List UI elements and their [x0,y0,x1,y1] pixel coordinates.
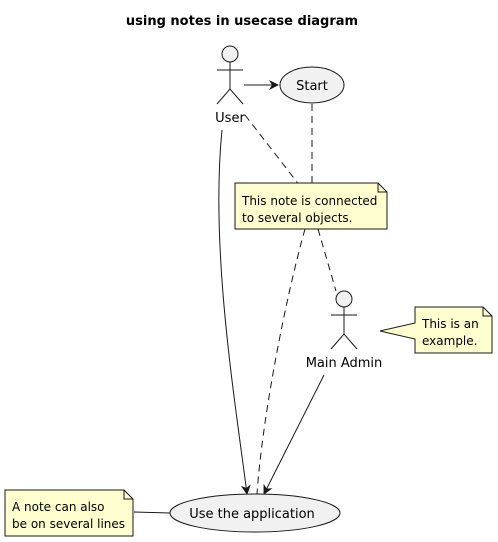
note-multiline-line-1: A note can also [12,500,105,514]
usecase-start-ellipse [279,66,345,104]
note-link-user [244,114,301,187]
note-multiline-line-2: be on several lines [12,517,125,531]
note-body [4,489,134,537]
note-example-line-2: example. [422,334,477,348]
diagram-title: using notes in usecase diagram [126,14,358,29]
note-corner [123,490,133,500]
usecase-start-label: Start [296,79,328,94]
note-link-admin [317,228,337,292]
note-corner [377,183,387,193]
connections [133,80,337,514]
usecase-use-application[interactable]: Use the application [169,493,341,533]
note-body [379,306,493,354]
note-multiline: A note can also be on several lines [4,489,134,537]
user-to-use-app-arrow [218,129,251,495]
note-connected: This note is connected to several object… [234,182,388,230]
note-corner [482,307,492,317]
actor-user[interactable]: User [215,45,245,126]
note-example: This is an example. [379,306,493,354]
actor-main-admin[interactable]: Main Admin [306,290,383,371]
actor-legs [330,333,358,350]
note-link-multiline [133,511,171,514]
usecase-start[interactable]: Start [279,66,345,104]
usecase-use-application-ellipse [169,493,341,533]
note-example-line-1: This is an [421,317,479,331]
note-connected-line-2: to several objects. [242,211,352,225]
note-link-use-app [256,228,306,495]
note-body [234,182,388,230]
note-connected-line-1: This note is connected [241,194,377,208]
actor-admin-label: Main Admin [306,356,383,371]
actor-head [221,45,239,63]
usecase-use-application-label: Use the application [189,507,315,522]
actor-legs [216,88,244,105]
actor-user-label: User [215,111,245,126]
actor-head [335,290,353,308]
admin-to-use-app-arrow [263,374,325,495]
